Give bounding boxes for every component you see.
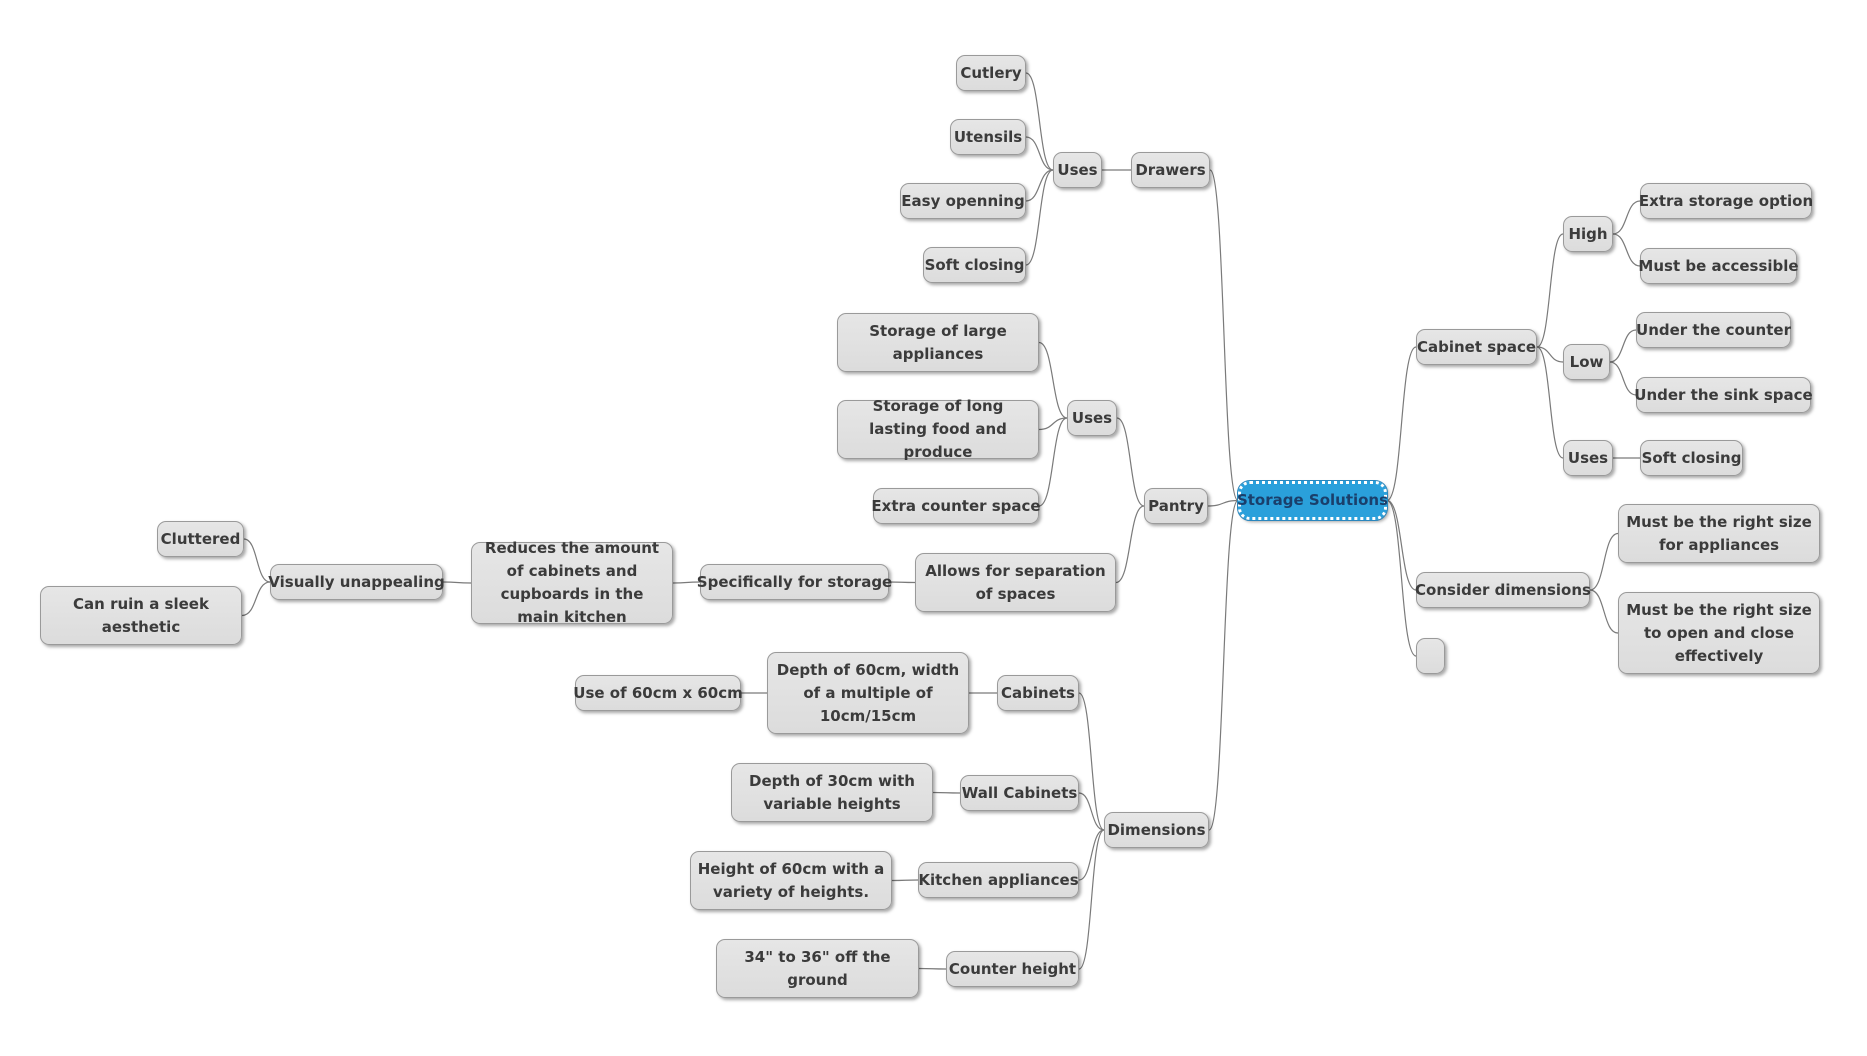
connector-dimensions-counter (1078, 829, 1105, 970)
connector-counter-counter-detail (918, 967, 947, 970)
topic-pantry[interactable]: Pantry (1144, 488, 1208, 524)
connector-unappealing-cluttered (243, 538, 271, 583)
topic-separation-of-spaces[interactable]: Allows for separation of spaces (915, 553, 1116, 612)
connector-high-accessible (1612, 233, 1641, 267)
connector-separation-specifically (888, 581, 916, 584)
topic-pantry-uses[interactable]: Uses (1067, 400, 1117, 436)
topic-cabinets[interactable]: Cabinets (997, 675, 1079, 711)
topic-empty[interactable] (1416, 638, 1445, 674)
connector-drawers-uses-softd (1025, 169, 1054, 266)
topic-storage-long-lasting-food[interactable]: Storage of long lasting food and produce (837, 397, 1039, 461)
topic-wall-cabinets-depth[interactable]: Depth of 30cm with variable heights (731, 763, 933, 822)
topic-specifically-for-storage[interactable]: Specifically for storage (697, 564, 892, 600)
connector-dimensions-wall (1078, 792, 1105, 831)
connector-cabspace-cs-uses (1536, 346, 1564, 459)
topic-use-60cm[interactable]: Use of 60cm x 60cm (573, 675, 743, 711)
connector-root-consider (1386, 499, 1417, 591)
connector-drawers-uses-easy (1025, 169, 1054, 202)
connector-high-extra (1612, 200, 1641, 235)
connector-pantry-separation (1115, 505, 1145, 584)
topic-consider-dimensions[interactable]: Consider dimensions (1415, 572, 1591, 608)
connector-dimensions-cabinets (1078, 692, 1105, 831)
connector-pantry-uses-large (1038, 341, 1068, 419)
topic-must-be-accessible[interactable]: Must be accessible (1638, 248, 1799, 284)
topic-storage-large-appliances[interactable]: Storage of large appliances (837, 313, 1039, 372)
topic-under-the-counter[interactable]: Under the counter (1636, 312, 1791, 348)
topic-right-size-appliances[interactable]: Must be the right size for appliances (1618, 504, 1820, 563)
topic-extra-storage-option[interactable]: Extra storage option (1639, 183, 1813, 219)
connector-root-drawers (1209, 169, 1239, 502)
topic-counter-height-detail[interactable]: 34" to 36" off the ground (716, 939, 919, 998)
connector-reduces-unappealing (442, 581, 472, 584)
connector-pantry-uses-counterspace (1038, 417, 1068, 507)
topic-extra-counter-space[interactable]: Extra counter space (871, 488, 1041, 524)
connector-cabspace-high (1536, 233, 1564, 348)
connector-appliances-app-detail (891, 879, 919, 882)
connector-low-undersink (1609, 361, 1637, 396)
topic-right-size-open-close[interactable]: Must be the right size to open and close… (1618, 592, 1820, 674)
topic-drawers[interactable]: Drawers (1131, 152, 1210, 188)
connector-pantry-uses-longlast (1038, 417, 1068, 431)
topic-appliances-height[interactable]: Height of 60cm with a variety of heights… (690, 851, 892, 910)
connector-dimensions-appliances (1078, 829, 1105, 881)
connector-low-undercounter (1609, 329, 1637, 363)
topic-cutlery[interactable]: Cutlery (956, 55, 1026, 91)
topic-kitchen-appliances[interactable]: Kitchen appliances (918, 862, 1079, 898)
topic-under-the-sink-space[interactable]: Under the sink space (1634, 377, 1813, 413)
topic-easy-openning[interactable]: Easy openning (900, 183, 1026, 219)
topic-reduces-cabinets[interactable]: Reduces the amount of cabinets and cupbo… (471, 539, 673, 626)
topic-wall-cabinets[interactable]: Wall Cabinets (960, 775, 1079, 811)
connector-specifically-reduces (672, 581, 701, 584)
topic-soft-closing-cabinets[interactable]: Soft closing (1640, 440, 1743, 476)
connector-pantry-pantry-uses (1116, 417, 1145, 507)
topic-low[interactable]: Low (1563, 344, 1610, 380)
connector-root-empty (1386, 499, 1417, 657)
topic-cluttered[interactable]: Cluttered (157, 521, 244, 557)
connector-root-pantry (1207, 499, 1239, 507)
topic-cabinets-depth[interactable]: Depth of 60cm, width of a multiple of 10… (767, 652, 969, 734)
connector-consider-rightsize (1589, 532, 1619, 591)
central-topic[interactable]: Storage Solutions (1237, 480, 1388, 521)
connector-root-dimensions (1208, 499, 1239, 831)
connector-wall-wall-detail (932, 791, 961, 794)
topic-dimensions[interactable]: Dimensions (1104, 812, 1209, 848)
topic-cabinet-space-uses[interactable]: Uses (1563, 440, 1613, 476)
connector-cabspace-low (1536, 346, 1564, 363)
connector-consider-openclose (1589, 589, 1619, 634)
connector-root-cabspace (1386, 346, 1417, 502)
topic-ruin-sleek-aesthetic[interactable]: Can ruin a sleek aesthetic (40, 586, 242, 645)
connector-drawers-uses-cutlery (1025, 72, 1054, 171)
topic-visually-unappealing[interactable]: Visually unappealing (268, 564, 445, 600)
connector-drawers-uses-utensils (1025, 136, 1054, 171)
topic-soft-closing-drawers[interactable]: Soft closing (923, 247, 1026, 283)
topic-drawers-uses[interactable]: Uses (1053, 152, 1102, 188)
topic-cabinet-space[interactable]: Cabinet space (1416, 329, 1537, 365)
connector-unappealing-sleek (241, 581, 271, 617)
topic-counter-height[interactable]: Counter height (946, 951, 1079, 987)
topic-high[interactable]: High (1563, 216, 1613, 252)
topic-utensils[interactable]: Utensils (950, 119, 1026, 155)
